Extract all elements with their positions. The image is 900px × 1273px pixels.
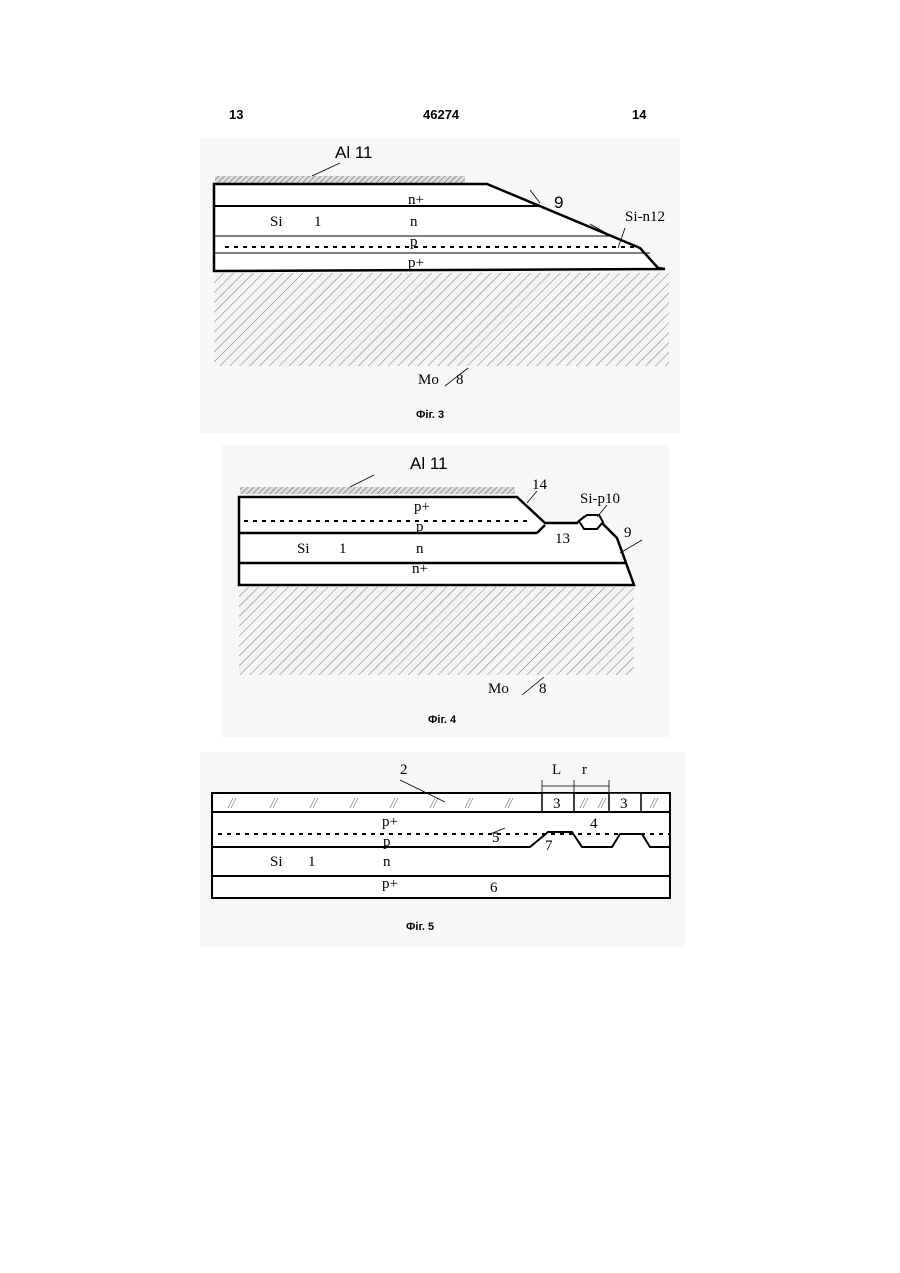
callout-14: 14 [532,477,548,493]
mo-number-label: 8 [539,681,547,697]
callout-9: 9 [554,193,563,212]
page-number-left: 13 [229,107,243,122]
figure-3-drawing: Al 11 9 Si-n12 n+ Si 1 n p p+ Mo 8 Фіг. … [200,138,680,433]
figure-3-caption: Фіг. 3 [416,409,444,421]
mo-label: Mo [488,681,509,697]
layer-nplus-label: n+ [412,561,428,577]
callout-3a: 3 [553,796,561,812]
layer-p-label: p [383,834,391,850]
callout-5: 5 [492,830,500,846]
callout-2: 2 [400,762,408,778]
figure-5-drawing: 2 L r 3 3 p+ 4 p 5 7 Si 1 n p+ 6 Фіг. 5 [200,752,685,947]
wafer-number-label: 1 [314,214,322,230]
layer-n-label: n [383,854,391,870]
mo-label: Mo [418,372,439,388]
callout-6: 6 [490,880,498,896]
figure-5: 2 L r 3 3 p+ 4 p 5 7 Si 1 n p+ 6 Фіг. 5 [200,752,685,947]
al-contact-layer [215,176,465,183]
wafer-number-label: 1 [308,854,316,870]
si-label: Si [270,214,283,230]
layer-pplus-top-label: p+ [382,814,398,830]
si-label: Si [270,854,283,870]
layer-nplus-label: n+ [408,192,424,208]
wafer-number-label: 1 [339,541,347,557]
layer-n-label: n [416,541,424,557]
si-label: Si [297,541,310,557]
mo-number-label: 8 [456,372,464,388]
figure-5-caption: Фіг. 5 [406,921,434,933]
figure-4: Al 11 14 Si-p10 p+ p 13 9 Si 1 n n+ Mo 8… [222,445,670,737]
mo-substrate [239,587,634,675]
callout-9: 9 [624,525,632,541]
layer-pplus-bottom-label: p+ [382,876,398,892]
callout-3b: 3 [620,796,628,812]
si-n12-label: Si-n12 [625,209,665,225]
al-label: Al 11 [335,143,373,162]
patent-number: 46274 [423,107,459,122]
figure-4-caption: Фіг. 4 [428,714,457,726]
layer-pplus-label: p+ [408,255,424,271]
al-label: Al 11 [410,454,448,473]
layer-p-label: p [410,234,418,250]
callout-4: 4 [590,816,598,832]
mo-substrate [214,273,669,366]
al-contact-layer [240,487,515,494]
callout-7: 7 [545,838,553,854]
si-p10-label: Si-p10 [580,491,620,507]
callout-13: 13 [555,531,570,547]
figure-4-drawing: Al 11 14 Si-p10 p+ p 13 9 Si 1 n n+ Mo 8… [222,445,670,737]
layer-pplus-label: p+ [414,499,430,515]
layer-n-label: n [410,214,418,230]
metal-layer-2 [212,793,670,812]
si-p10-region [579,515,603,529]
layer-p-label: p [416,519,424,535]
page-number-right: 14 [632,107,646,122]
dimension-L: L [552,762,561,778]
figure-3: Al 11 9 Si-n12 n+ Si 1 n p p+ Mo 8 Фіг. … [200,138,680,433]
dimension-r: r [582,762,587,778]
